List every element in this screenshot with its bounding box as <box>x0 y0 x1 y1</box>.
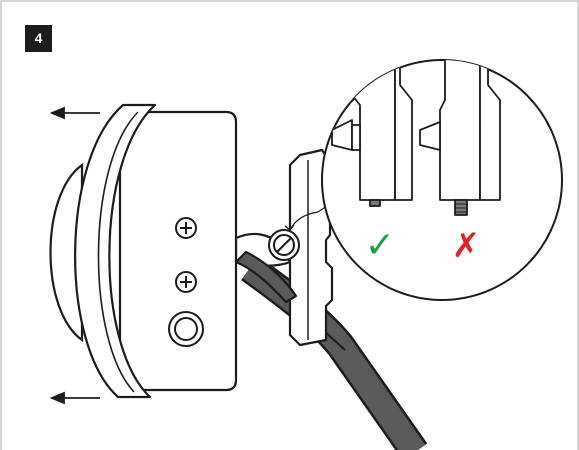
ring-button-icon <box>168 311 204 347</box>
plus-icon <box>175 271 197 293</box>
check-icon: ✓ <box>365 225 395 266</box>
screw-icon <box>268 229 300 261</box>
cross-icon: ✗ <box>452 226 481 266</box>
step-number-badge: 4 <box>25 25 52 52</box>
sensor-bezel <box>74 103 157 399</box>
arrow-left-icon <box>49 391 100 405</box>
plus-icon <box>175 217 197 239</box>
arrow-left-icon <box>49 106 100 120</box>
sensor-housing <box>118 110 238 392</box>
sensor-lens <box>49 162 84 343</box>
detail-callout: ✓ ✗ <box>321 59 563 301</box>
